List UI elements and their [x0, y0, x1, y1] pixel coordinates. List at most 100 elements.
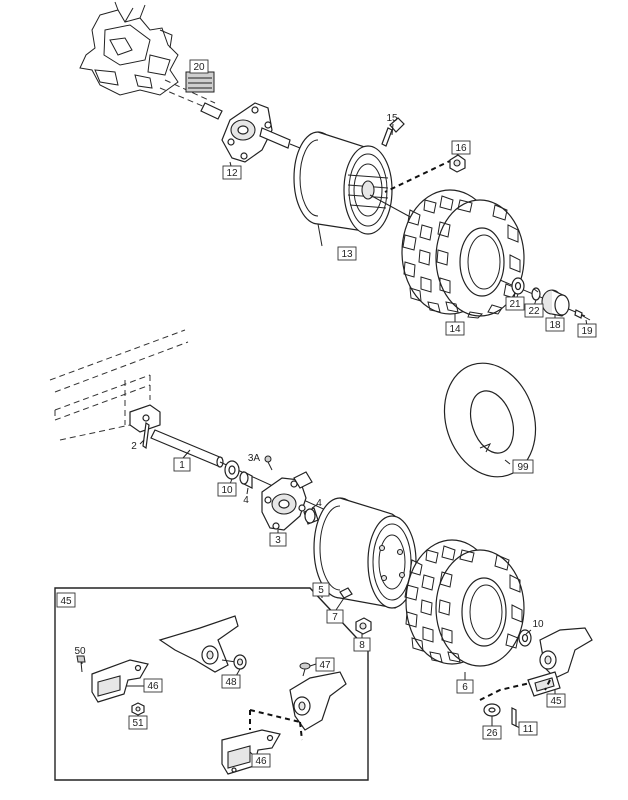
svg-text:6: 6: [462, 682, 468, 693]
svg-text:45: 45: [60, 596, 72, 607]
svg-text:4: 4: [243, 495, 249, 506]
svg-text:19: 19: [581, 326, 593, 337]
svg-text:10: 10: [532, 619, 544, 630]
callout-1: 1: [173, 457, 191, 472]
svg-text:13: 13: [341, 249, 353, 260]
svg-text:18: 18: [549, 320, 561, 331]
inset-grease-fitting: [299, 662, 311, 677]
inset-nut: [131, 702, 145, 716]
callout-45-right: 45: [546, 693, 566, 708]
scraper-assembly: [527, 627, 593, 697]
washer-part: [518, 629, 532, 647]
valve-stem: [381, 117, 405, 147]
screw-part: [574, 309, 591, 321]
svg-text:47: 47: [319, 660, 331, 671]
mower-frame-sketch: [79, 1, 179, 96]
callout-13: 13: [337, 246, 357, 261]
snap-ring-part: [531, 287, 541, 301]
callout-4-right: 4: [316, 498, 322, 509]
svg-text:14: 14: [449, 324, 461, 335]
washer-part: [511, 277, 525, 295]
inset-bushing: [233, 654, 247, 670]
tire-top: [401, 189, 525, 319]
svg-text:3A: 3A: [248, 453, 261, 464]
decal-part: [185, 71, 215, 93]
callout-46-inset-top: 46: [143, 678, 163, 693]
callout-16: 16: [451, 140, 471, 155]
callout-18: 18: [545, 317, 565, 332]
assembly-line: [479, 682, 531, 701]
callout-20: 20: [189, 59, 209, 74]
inset-bracket-lower: [221, 729, 281, 775]
tire-bottom: [404, 539, 525, 667]
callout-19: 19: [577, 323, 597, 338]
grease-fitting: [264, 455, 273, 471]
callout-21: 21: [505, 296, 525, 311]
svg-text:22: 22: [528, 306, 540, 317]
callout-50: 50: [74, 646, 86, 657]
callout-5: 5: [312, 582, 330, 597]
assembly-line: [384, 159, 453, 193]
callout-99: 99: [512, 459, 534, 474]
assembly-line: [249, 709, 301, 723]
callout-26: 26: [482, 725, 502, 740]
svg-text:99: 99: [517, 462, 529, 473]
frame-outline-dashed: [49, 329, 189, 441]
bushing-part: [239, 471, 253, 489]
callout-46-inset-bottom: 46: [251, 753, 271, 768]
inset-bracket: [91, 659, 149, 703]
valve-stem: [339, 587, 353, 605]
hub-cap-part: [541, 289, 570, 317]
shaft-end: [200, 102, 223, 120]
detail-inset-frame: [54, 587, 369, 781]
washer-part: [224, 460, 240, 480]
axis-line: [164, 79, 216, 104]
svg-text:4: 4: [316, 498, 322, 509]
svg-text:20: 20: [193, 62, 205, 73]
svg-text:45: 45: [550, 696, 562, 707]
assembly-line: [299, 721, 303, 741]
spindle-bracket: [221, 102, 291, 163]
callout-3A: 3A: [248, 453, 261, 464]
axle-bracket: [129, 404, 161, 433]
svg-text:46: 46: [255, 756, 267, 767]
inset-bolt: [76, 655, 86, 673]
svg-text:16: 16: [455, 143, 467, 154]
spindle-hub: [261, 471, 313, 531]
lug-nut: [355, 617, 372, 635]
washer-part: [483, 703, 501, 717]
callout-10-right: 10: [532, 619, 544, 630]
inner-tube: [443, 362, 537, 478]
pin-part: [142, 421, 150, 450]
cotter-pin: [511, 707, 517, 727]
svg-text:26: 26: [486, 728, 498, 739]
callout-47: 47: [315, 657, 335, 672]
svg-text:11: 11: [523, 724, 534, 735]
svg-text:21: 21: [509, 299, 521, 310]
svg-text:12: 12: [226, 168, 238, 179]
callout-8: 8: [353, 637, 371, 652]
svg-text:7: 7: [332, 612, 338, 623]
callout-6: 6: [456, 679, 474, 694]
rim-top: [293, 131, 393, 235]
callout-11: 11: [518, 721, 538, 736]
svg-text:1: 1: [179, 460, 185, 471]
assembly-line: [544, 679, 551, 691]
callout-22: 22: [524, 303, 544, 318]
callout-12: 12: [222, 165, 242, 180]
callout-4-left: 4: [243, 495, 249, 506]
callout-10-left: 10: [217, 482, 237, 497]
svg-text:50: 50: [74, 646, 86, 657]
svg-text:8: 8: [359, 640, 365, 651]
lug-nut: [449, 154, 466, 173]
svg-text:46: 46: [147, 681, 159, 692]
svg-text:5: 5: [318, 585, 324, 596]
svg-text:15: 15: [386, 113, 398, 124]
callout-2: 2: [131, 441, 137, 452]
callout-3: 3: [269, 532, 287, 547]
callout-7: 7: [326, 609, 344, 624]
inset-scraper: [158, 615, 239, 673]
callout-48: 48: [221, 674, 241, 689]
